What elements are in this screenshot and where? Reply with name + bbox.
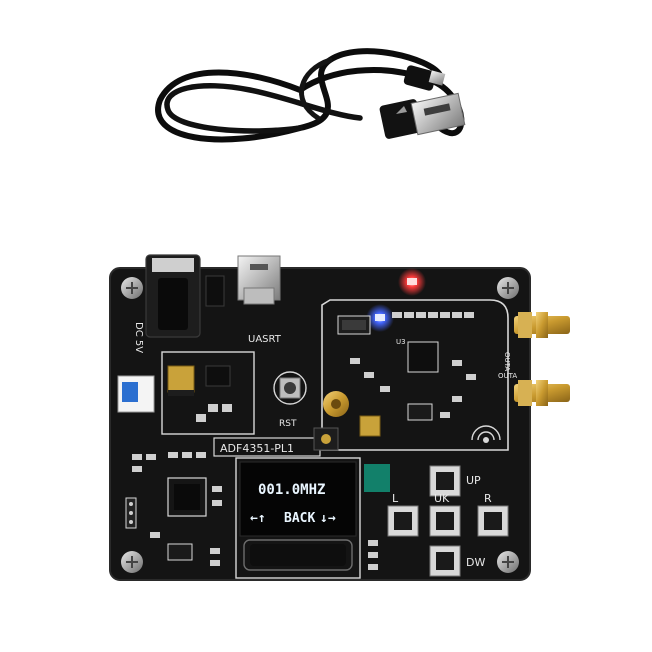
mounting-screws (121, 277, 519, 573)
button-left-label: L (392, 492, 399, 505)
usb-a-plug (379, 92, 466, 139)
oled-back-text: BACK (284, 511, 315, 526)
rf-components: U3 (313, 312, 476, 451)
header-pins (125, 497, 137, 529)
button-right[interactable] (477, 505, 509, 537)
sma-connector-out-b[interactable] (514, 380, 570, 406)
sma-connector-out-a[interactable] (514, 312, 570, 338)
button-down[interactable] (429, 545, 461, 577)
mini-usb-port[interactable] (237, 255, 281, 305)
dc-power-jack (145, 254, 201, 338)
power-switch[interactable] (117, 375, 155, 413)
button-ok-label: UK (434, 492, 450, 505)
oled-left-arrows: ←↑ (250, 511, 266, 526)
power-section-outline (161, 351, 255, 435)
button-up[interactable] (429, 465, 461, 497)
left-passives (132, 452, 222, 561)
model-label: ADF4351-PL1 (220, 442, 294, 455)
usb-symbol-icon (396, 106, 407, 114)
button-ok[interactable] (429, 505, 461, 537)
mini-usb-plug (403, 65, 446, 91)
button-down-label: DW (466, 556, 485, 569)
usb-label: UASRT (248, 334, 282, 345)
chip-label: U3 (396, 338, 406, 346)
rf-out-b-label: OUTA (498, 372, 517, 380)
wireless-icon (471, 425, 501, 443)
oled-display: 001.0MHZ ←↑ BACK ↓→ (239, 461, 357, 571)
synthesizer-ic (407, 341, 439, 373)
reset-button[interactable] (273, 371, 307, 405)
button-up-label: UP (466, 474, 481, 487)
rf-section-outline (321, 299, 509, 451)
teal-pad (364, 464, 390, 492)
power-label: DC 5V (133, 322, 144, 353)
reset-label: RST (279, 419, 297, 429)
button-right-label: R (484, 492, 492, 505)
pcb-board: DC 5V UASRT (109, 254, 570, 581)
regulator-ic (205, 275, 225, 307)
button-left[interactable] (387, 505, 419, 537)
microcontroller (167, 477, 207, 517)
usb-cable (155, 48, 466, 143)
power-components (167, 365, 232, 422)
oled-right-arrow: ↓→ (320, 511, 336, 526)
status-leds (366, 268, 426, 332)
lower-passives (210, 540, 378, 570)
rf-out-a-label: OUTA (503, 352, 511, 371)
oled-outline (235, 457, 361, 579)
oled-line-1: 001.0MHZ (258, 482, 325, 498)
